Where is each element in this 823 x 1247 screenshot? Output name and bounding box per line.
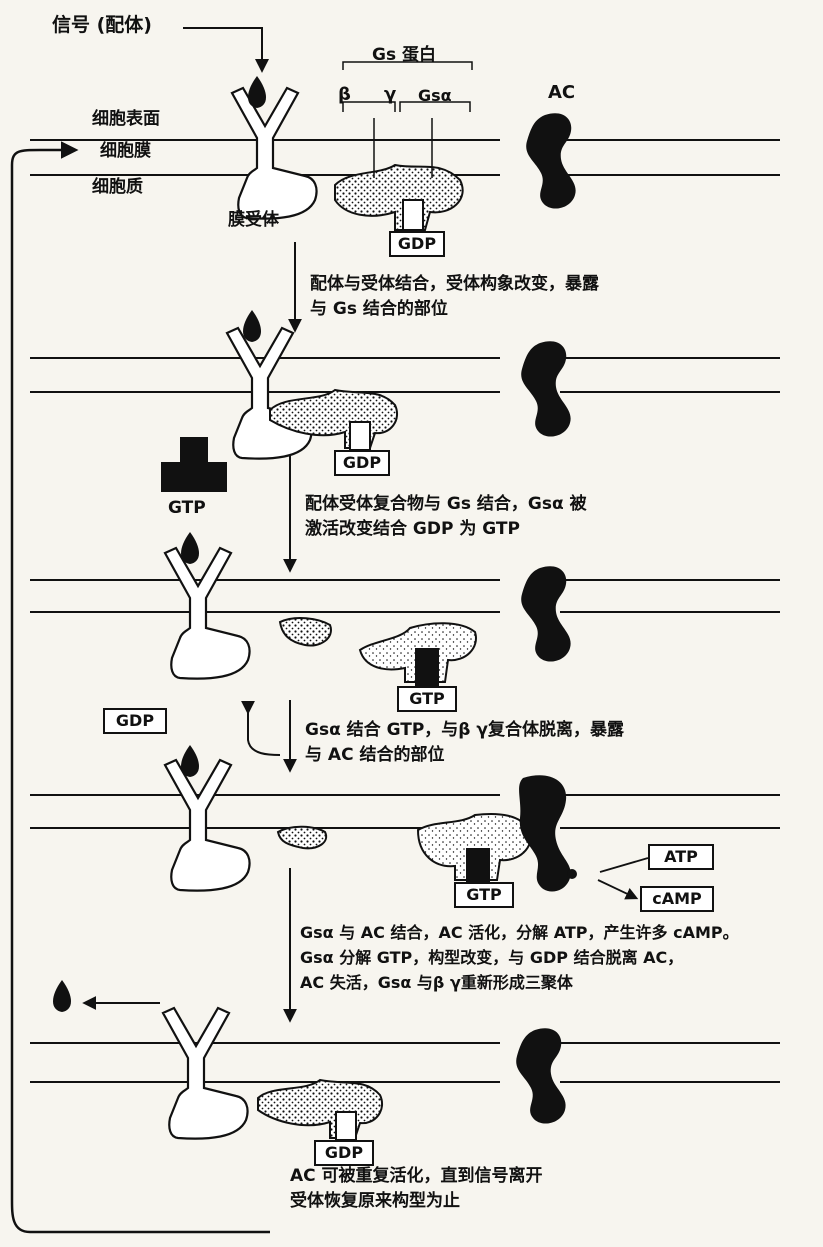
panel-5 (30, 980, 780, 1141)
gs-alpha-label: Gsα (418, 86, 452, 105)
cell-surface-label: 细胞表面 (92, 109, 160, 129)
camp-box: cAMP (640, 886, 714, 912)
membrane-label: 细胞膜 (100, 141, 151, 161)
gdp-box-released: GDP (103, 708, 167, 734)
gtp-box-4: GTP (454, 882, 514, 908)
gdp-box-1: GDP (389, 231, 445, 257)
gtp-box-3: GTP (397, 686, 457, 712)
step-4-caption: Gsα 与 AC 结合，AC 活化，分解 ATP，产生许多 cAMP。Gsα 分… (300, 923, 739, 992)
receptor-label: 膜受体 (228, 210, 279, 230)
step-1-caption: 配体与受体结合，受体构象改变，暴露与 Gs 结合的部位 (310, 274, 599, 319)
panel-2 (30, 310, 780, 573)
signal-label: 信号 (配体) (52, 14, 152, 36)
panel-1 (30, 61, 780, 333)
gdp-box-2: GDP (334, 450, 390, 476)
panel-4 (30, 745, 780, 1023)
gtp-label-free: GTP (168, 498, 206, 518)
beta-label: β (338, 84, 351, 105)
gdp-box-5: GDP (314, 1140, 374, 1166)
atp-box: ATP (648, 844, 714, 870)
gs-protein-label: Gs 蛋白 (372, 45, 436, 65)
cytoplasm-label: 细胞质 (92, 177, 143, 197)
step-3-caption: Gsα 结合 GTP，与β γ复合体脱离，暴露与 AC 结合的部位 (305, 720, 624, 765)
step-2-caption: 配体受体复合物与 Gs 结合，Gsα 被激活改变结合 GDP 为 GTP (305, 494, 587, 539)
step-5-caption: AC 可被重复活化，直到信号离开受体恢复原来构型为止 (290, 1166, 543, 1211)
gamma-label: γ (384, 84, 397, 105)
recycle-loop-arrow (10, 141, 270, 1234)
ac-label: AC (548, 82, 576, 103)
signal-arrow (183, 27, 269, 73)
panel-3 (30, 532, 780, 773)
